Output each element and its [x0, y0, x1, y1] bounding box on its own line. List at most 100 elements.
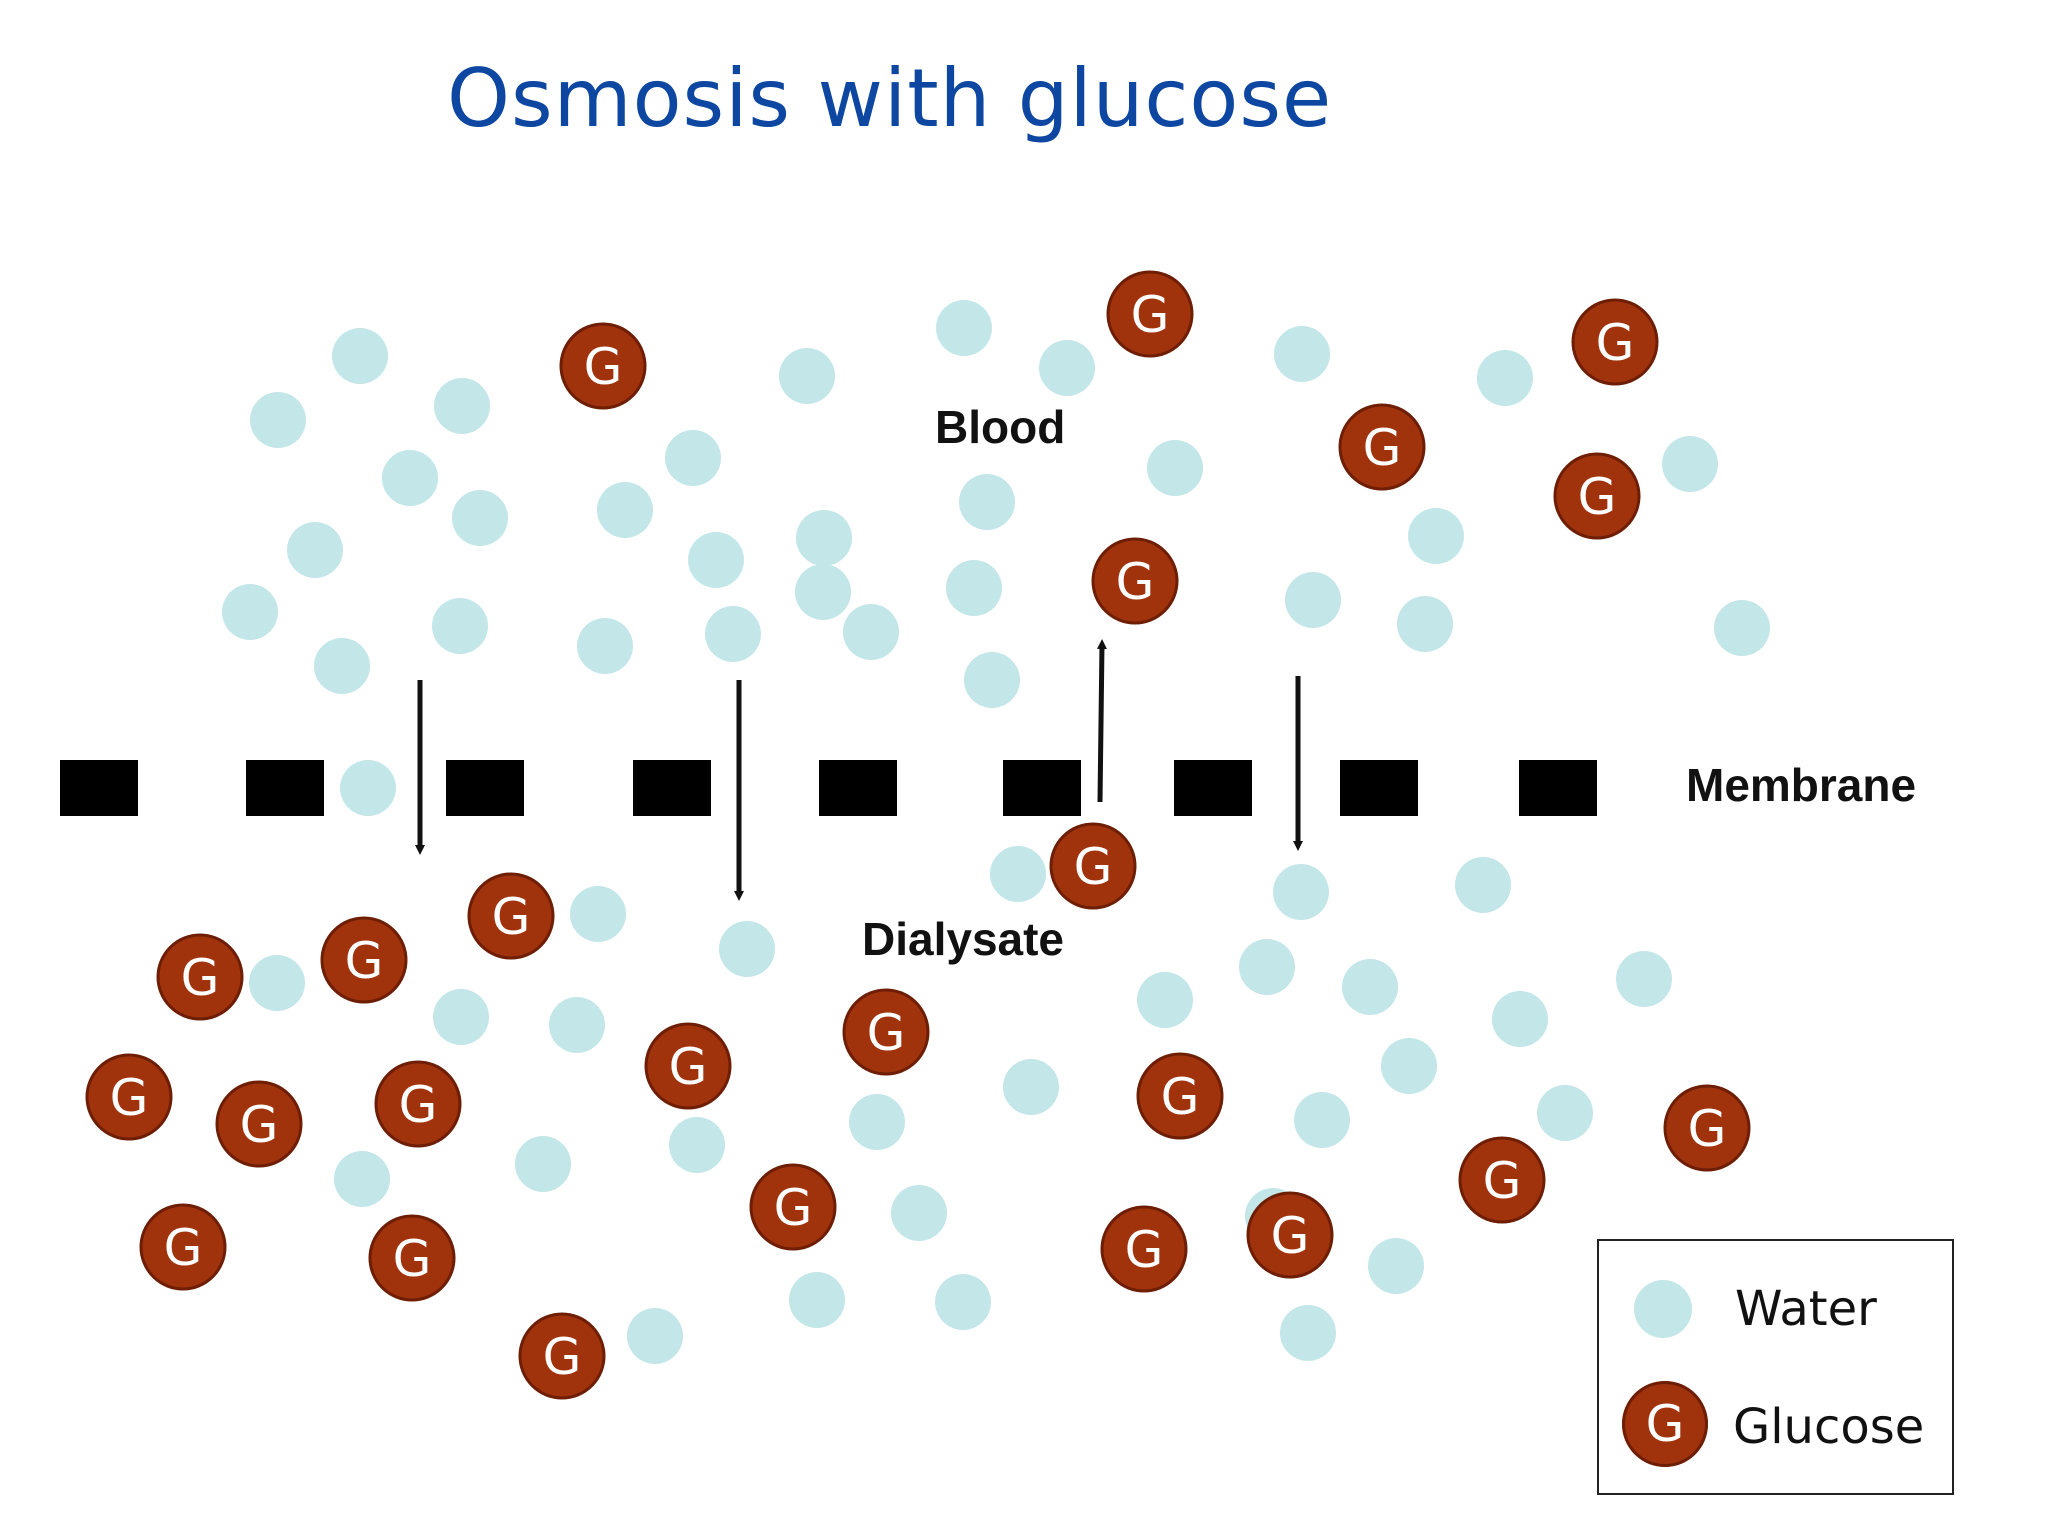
svg-text:G: G	[1131, 286, 1170, 344]
water-molecule-35	[719, 921, 775, 977]
glucose-molecule-2: G	[1106, 270, 1194, 358]
water-molecule-53	[515, 1136, 571, 1192]
legend-glucose-swatch: G	[1622, 1381, 1708, 1467]
water-molecule-4	[382, 450, 438, 506]
svg-text:G: G	[1363, 419, 1402, 477]
svg-text:G: G	[1688, 1100, 1727, 1158]
svg-text:G: G	[110, 1069, 149, 1127]
water-molecule-19	[936, 300, 992, 356]
glucose-molecule-16: G	[1136, 1052, 1224, 1140]
water-molecule-49	[1003, 1059, 1059, 1115]
flow-arrow-3	[1096, 639, 1107, 803]
svg-text:G: G	[867, 1004, 906, 1062]
glucose-molecule-10: G	[320, 916, 408, 1004]
svg-text:G: G	[181, 949, 220, 1007]
water-molecule-31	[1714, 600, 1770, 656]
membrane-segment-4	[633, 760, 711, 816]
water-molecule-45	[1616, 951, 1672, 1007]
blood-label: Blood	[935, 401, 1066, 453]
water-molecule-8	[314, 638, 370, 694]
membrane-segment-5	[819, 760, 897, 816]
water-molecules	[222, 300, 1770, 1364]
glucose-molecule-5: G	[1553, 452, 1641, 540]
water-molecule-34	[570, 886, 626, 942]
svg-text:G: G	[492, 888, 531, 946]
water-molecule-54	[891, 1185, 947, 1241]
dialysate-label: Dialysate	[862, 913, 1065, 965]
water-molecule-26	[1408, 508, 1464, 564]
svg-text:G: G	[393, 1230, 432, 1288]
svg-text:G: G	[345, 932, 384, 990]
svg-text:G: G	[1125, 1221, 1164, 1279]
water-molecule-20	[1039, 340, 1095, 396]
water-molecule-6	[287, 522, 343, 578]
water-molecule-33	[990, 846, 1046, 902]
svg-text:G: G	[584, 338, 623, 396]
svg-text:G: G	[774, 1179, 813, 1237]
legend-water-swatch	[1634, 1280, 1692, 1338]
water-molecule-12	[597, 482, 653, 538]
water-molecule-17	[843, 604, 899, 660]
water-molecule-13	[688, 532, 744, 588]
membrane-segment-2	[246, 760, 324, 816]
water-molecule-25	[1274, 326, 1330, 382]
water-molecule-24	[1147, 440, 1203, 496]
water-molecule-37	[1455, 857, 1511, 913]
svg-text:G: G	[1596, 314, 1635, 372]
water-molecule-42	[1239, 939, 1295, 995]
water-molecule-18	[795, 564, 851, 620]
water-molecule-32	[340, 760, 396, 816]
water-molecule-9	[432, 598, 488, 654]
glucose-molecule-12: G	[215, 1080, 303, 1168]
svg-text:G: G	[669, 1038, 708, 1096]
water-molecule-52	[334, 1151, 390, 1207]
water-molecule-29	[1477, 350, 1533, 406]
legend: Water G Glucose	[1597, 1239, 1954, 1495]
water-molecule-27	[1285, 572, 1341, 628]
membrane-segment-7	[1174, 760, 1252, 816]
glucose-molecule-6: G	[1091, 537, 1179, 625]
glucose-molecule-11: G	[85, 1053, 173, 1141]
water-molecule-50	[849, 1094, 905, 1150]
glucose-molecule-24: G	[518, 1312, 606, 1400]
glucose-molecule-18: G	[1458, 1136, 1546, 1224]
water-molecule-3	[434, 378, 490, 434]
water-molecule-30	[1662, 436, 1718, 492]
water-molecule-60	[1280, 1305, 1336, 1361]
svg-text:G: G	[1116, 553, 1155, 611]
flow-arrows	[415, 639, 1303, 901]
water-molecule-1	[332, 328, 388, 384]
svg-text:G: G	[1271, 1207, 1310, 1265]
svg-text:G: G	[1578, 468, 1617, 526]
water-molecule-36	[1273, 864, 1329, 920]
water-molecule-2	[250, 392, 306, 448]
water-molecule-23	[964, 652, 1020, 708]
water-molecule-38	[249, 955, 305, 1011]
svg-text:G: G	[1074, 838, 1113, 896]
svg-text:G: G	[240, 1096, 279, 1154]
water-molecule-47	[1537, 1085, 1593, 1141]
glucose-molecule-21: G	[1100, 1205, 1188, 1293]
membrane	[60, 760, 1597, 816]
water-molecule-11	[665, 430, 721, 486]
svg-text:G: G	[164, 1219, 203, 1277]
water-molecule-41	[1137, 972, 1193, 1028]
water-molecule-51	[669, 1117, 725, 1173]
glucose-molecule-1: G	[559, 322, 647, 410]
glucose-molecule-8: G	[467, 872, 555, 960]
glucose-molecule-9: G	[156, 933, 244, 1021]
glucose-molecule-20: G	[749, 1163, 837, 1251]
water-molecule-43	[1342, 959, 1398, 1015]
glucose-molecule-4: G	[1338, 403, 1426, 491]
water-molecule-14	[577, 618, 633, 674]
membrane-segment-1	[60, 760, 138, 816]
membrane-label: Membrane	[1686, 759, 1917, 811]
membrane-segment-8	[1340, 760, 1418, 816]
glucose-molecule-15: G	[842, 988, 930, 1076]
water-molecule-48	[1294, 1092, 1350, 1148]
membrane-segment-9	[1519, 760, 1597, 816]
svg-text:G: G	[1483, 1152, 1522, 1210]
legend-glucose-label: Glucose	[1733, 1399, 1925, 1455]
